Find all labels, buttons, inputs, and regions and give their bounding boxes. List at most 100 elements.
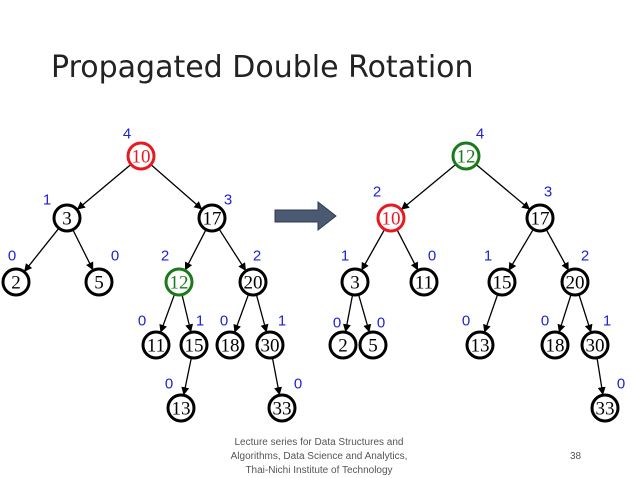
node-circle [358,330,388,360]
tree-node: 130 [462,313,495,360]
tree-edge [342,294,354,333]
node-key-label: 11 [415,273,433,294]
node-height-label: 0 [165,376,173,393]
node-key-label: 33 [273,399,292,420]
node-key-label: 30 [261,336,280,357]
node-height-label: 3 [544,184,552,201]
node-height-label: 0 [138,313,146,330]
node-circle [328,330,358,360]
tree-edge [483,294,499,333]
node-height-label: 0 [462,313,470,330]
node-circle [560,267,590,297]
footer-line: Algorithms, Data Science and Analytics, [230,451,408,462]
tree-node: 50 [84,248,119,297]
tree-node: 202 [560,248,590,297]
tree-edge [596,357,606,396]
node-circle [376,203,406,233]
tree-node: 124 [451,126,484,171]
node-height-label: 2 [373,184,381,201]
node-height-label: 1 [43,192,51,209]
node-circle [590,393,620,423]
node-circle [451,141,481,171]
node-circle [540,330,570,360]
tree-edge [357,294,372,333]
tree-edge [508,228,534,271]
node-key-label: 10 [382,209,401,230]
footer-line: Lecture series for Data Structures and [234,437,404,448]
tree-edge [233,293,250,333]
tree-edge [181,294,194,333]
node-circle [1,267,31,297]
tree-node: 110 [409,248,439,297]
node-key-label: 17 [203,209,222,230]
node-key-label: 15 [185,336,204,357]
node-height-label: 2 [581,248,589,265]
tree-edge [181,357,193,396]
node-height-label: 4 [476,126,484,143]
tree-node: 110 [138,313,171,360]
tree-node: 151 [484,248,517,297]
node-circle [255,330,285,360]
node-height-label: 0 [294,376,302,393]
node-height-label: 0 [333,315,341,332]
tree-edge [396,229,419,271]
tree-node: 180 [540,313,570,360]
node-key-label: 33 [596,399,615,420]
node-key-label: 5 [94,273,104,294]
tree-node: 173 [197,192,232,233]
node-circle [525,203,555,233]
node-circle [179,330,209,360]
node-circle [126,141,156,171]
tree-edge [401,163,457,210]
tree-node: 104 [123,126,156,171]
node-circle [215,330,245,360]
tree-node: 20 [1,248,31,297]
node-height-label: 0 [111,248,119,265]
node-circle [141,330,171,360]
node-height-label: 1 [341,248,349,265]
node-key-label: 15 [493,273,512,294]
node-circle [487,267,517,297]
tree-node: 301 [580,313,611,360]
tree-node: 31 [340,248,370,297]
tree-node: 330 [267,376,302,423]
tree-edge [184,229,207,271]
node-circle [267,393,297,423]
transform-arrow-icon [274,200,337,232]
node-height-label: 0 [541,313,549,330]
tree-node: 173 [525,184,555,233]
tree-edge [72,229,94,271]
tree-node: 102 [373,184,406,233]
tree-node: 180 [215,313,245,360]
tree-node: 202 [238,248,268,297]
node-height-label: 0 [428,248,436,265]
node-key-label: 30 [586,336,605,357]
node-height-label: 0 [617,376,625,393]
node-circle [197,203,227,233]
node-key-label: 11 [147,336,165,357]
node-height-label: 2 [253,248,261,265]
node-key-label: 5 [368,336,378,357]
node-height-label: 0 [8,248,16,265]
tree-edge [24,227,60,272]
node-key-label: 13 [471,336,490,357]
node-circle [238,267,268,297]
node-height-label: 4 [123,126,131,143]
tree-node: 31 [43,192,82,233]
node-height-label: 0 [377,315,385,332]
tree-edge [361,229,386,271]
tree-edge [545,229,569,271]
tree-edge [475,163,531,210]
tree-node: 130 [165,376,196,423]
node-circle [580,330,610,360]
footer-line: Thai-Nichi Institute of Technology [245,465,393,476]
tree-edge [557,294,572,333]
node-key-label: 10 [132,147,151,168]
tree-edge [76,163,132,210]
node-circle [52,203,82,233]
node-key-label: 13 [172,399,191,420]
node-circle [465,330,495,360]
node-key-label: 3 [350,273,360,294]
node-key-label: 20 [566,273,585,294]
